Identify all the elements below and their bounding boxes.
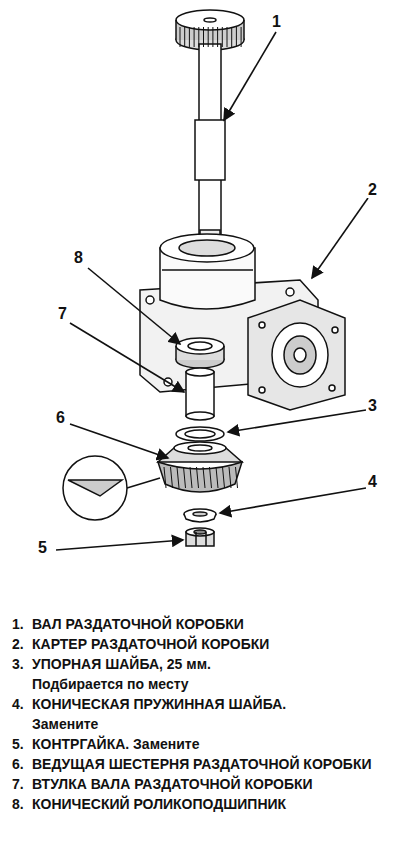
callout-number: 4 <box>366 474 379 490</box>
leader-line <box>70 323 184 392</box>
callout-number: 7 <box>56 306 69 322</box>
leader-line <box>228 410 366 432</box>
list-text: КОНТРГАЙКА. Замените <box>32 734 392 754</box>
list-number: 8. <box>12 794 32 814</box>
list-row: 1.ВАЛ РАЗДАТОЧНОЙ КОРОБКИ <box>12 614 392 634</box>
list-row: 2.КАРТЕР РАЗДАТОЧНОЙ КОРОБКИ <box>12 634 392 654</box>
list-row: 7.ВТУЛКА ВАЛА РАЗДАТОЧНОЙ КОРОБКИ <box>12 774 392 794</box>
list-text: ВТУЛКА ВАЛА РАЗДАТОЧНОЙ КОРОБКИ <box>32 774 392 794</box>
list-number: 6. <box>12 754 32 774</box>
list-number: 1. <box>12 614 32 634</box>
list-text: ВАЛ РАЗДАТОЧНОЙ КОРОБКИ <box>32 614 392 634</box>
list-row: 3.УПОРНАЯ ШАЙБА, 25 мм.Подбирается по ме… <box>12 654 392 694</box>
list-number: 5. <box>12 734 32 754</box>
list-row: 4.КОНИЧЕСКАЯ ПРУЖИННАЯ ШАЙБА.Замените <box>12 694 392 734</box>
list-number: 3. <box>12 654 32 694</box>
callout-number: 1 <box>270 14 283 30</box>
leader-line <box>224 32 276 120</box>
callout-number: 3 <box>366 398 379 414</box>
callout-number: 6 <box>54 410 67 426</box>
list-text: Замените <box>32 714 392 734</box>
leader-line <box>70 424 168 458</box>
list-text: КОНИЧЕСКИЙ РОЛИКОПОДШИПНИК <box>32 794 392 814</box>
callout-number: 8 <box>72 250 85 266</box>
list-text: УПОРНАЯ ШАЙБА, 25 мм. <box>32 654 392 674</box>
list-text: КАРТЕР РАЗДАТОЧНОЙ КОРОБКИ <box>32 634 392 654</box>
leader-line <box>56 540 183 550</box>
list-number: 7. <box>12 774 32 794</box>
leader-line <box>220 488 366 513</box>
callout-number: 2 <box>366 182 379 198</box>
leader-line <box>312 198 368 278</box>
list-row: 6.ВЕДУЩАЯ ШЕСТЕРНЯ РАЗДАТОЧНОЙ КОРОБКИ <box>12 754 392 774</box>
list-row: 8.КОНИЧЕСКИЙ РОЛИКОПОДШИПНИК <box>12 794 392 814</box>
list-text: КОНИЧЕСКАЯ ПРУЖИННАЯ ШАЙБА. <box>32 694 392 714</box>
leader-line <box>88 268 180 344</box>
list-number: 2. <box>12 634 32 654</box>
callout-number: 5 <box>36 540 49 556</box>
parts-list: 1.ВАЛ РАЗДАТОЧНОЙ КОРОБКИ2.КАРТЕР РАЗДАТ… <box>12 614 392 814</box>
list-number: 4. <box>12 694 32 734</box>
list-text: ВЕДУЩАЯ ШЕСТЕРНЯ РАЗДАТОЧНОЙ КОРОБКИ <box>32 754 392 774</box>
list-text: Подбирается по месту <box>32 674 392 694</box>
list-row: 5.КОНТРГАЙКА. Замените <box>12 734 392 754</box>
